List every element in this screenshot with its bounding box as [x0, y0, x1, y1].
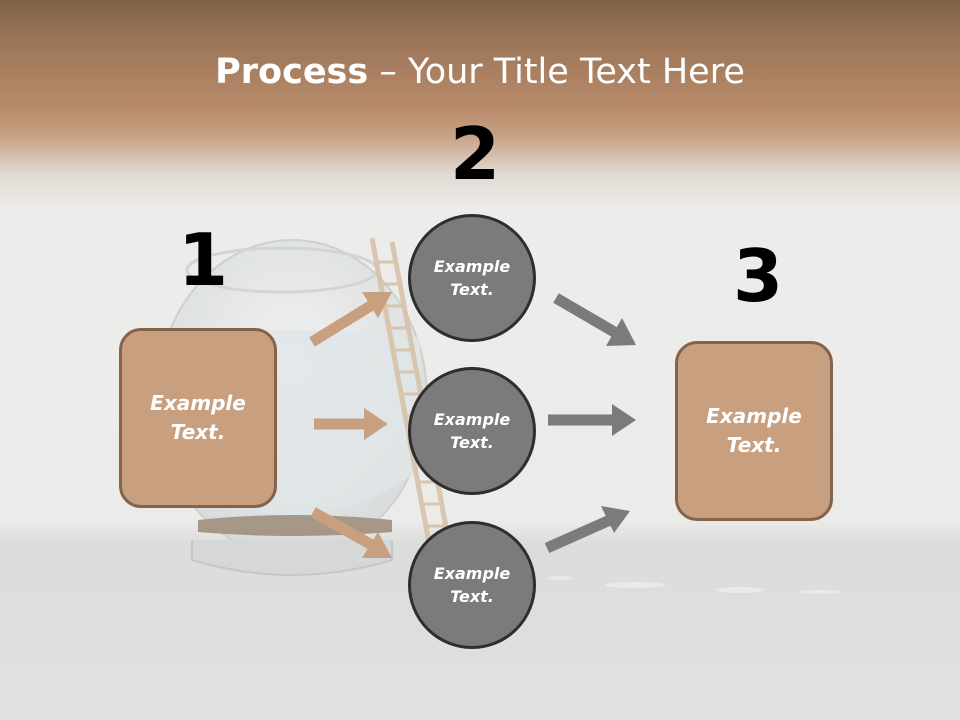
- step-2-circle-2-label: Example Text.: [433, 410, 511, 452]
- step-2-circle-3: Example Text.: [408, 521, 536, 649]
- arrow-gray-down: [553, 293, 636, 346]
- step-1-label: Example Text.: [150, 391, 246, 444]
- step-number-2: 2: [450, 112, 501, 196]
- arrow-gray-right: [548, 404, 636, 436]
- slide-title-rest: – Your Title Text Here: [368, 52, 745, 92]
- step-number-3: 3: [733, 234, 784, 318]
- step-2-circle-2: Example Text.: [408, 367, 536, 495]
- step-1-box: Example Text.: [119, 328, 277, 508]
- step-3-box: Example Text.: [675, 341, 833, 521]
- arrow-gray-up: [544, 506, 630, 554]
- water-drops-image: [548, 576, 840, 594]
- step-2-circle-1-label: Example Text.: [433, 257, 511, 299]
- step-2-circle-1: Example Text.: [408, 214, 536, 342]
- arrow-tan-up: [309, 292, 392, 347]
- step-2-circle-3-label: Example Text.: [433, 564, 511, 606]
- step-3-label: Example Text.: [706, 404, 802, 457]
- step-number-1: 1: [178, 218, 229, 302]
- arrow-tan-down: [310, 507, 392, 558]
- arrow-tan-right: [314, 408, 388, 440]
- slide-title: Process – Your Title Text Here: [0, 52, 960, 92]
- slide-title-bold: Process: [215, 52, 369, 92]
